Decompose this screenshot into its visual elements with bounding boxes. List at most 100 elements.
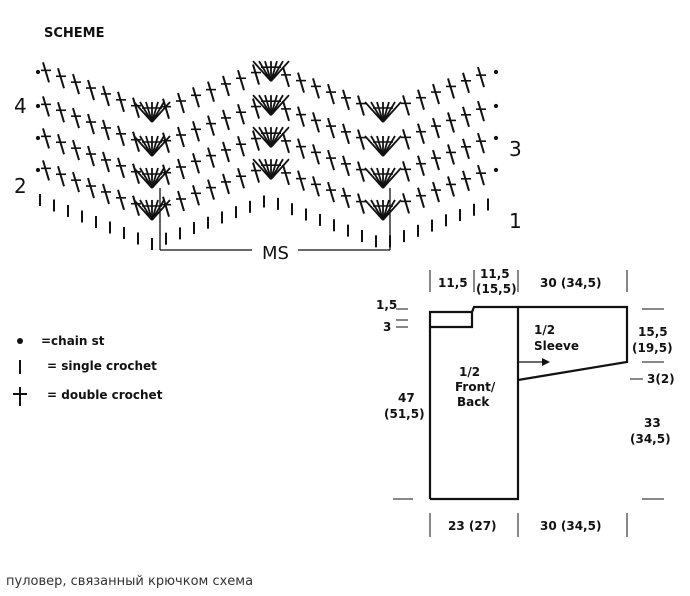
dim-right-side-2: (34,5) <box>630 432 671 446</box>
fan-stitch-mark <box>264 60 272 82</box>
double-crochet-mark <box>222 173 230 195</box>
chain-stitch-mark <box>35 69 41 75</box>
double-crochet-mark <box>432 83 440 105</box>
garment-schematic <box>393 270 664 537</box>
fan-stitch-mark <box>145 199 153 221</box>
dim-top-b-1: 11,5 <box>480 267 510 281</box>
fan-stitch-mark <box>376 199 384 221</box>
fan-stitch-mark <box>376 101 384 123</box>
double-crochet-icon <box>13 387 27 406</box>
fan-stitch-mark <box>370 101 384 123</box>
double-crochet-mark <box>327 149 335 171</box>
double-crochet-mark <box>117 157 125 179</box>
fan-stitch-mark <box>370 135 384 157</box>
fan-stitch-mark <box>376 167 384 189</box>
double-crochet-mark <box>222 141 230 163</box>
chain-stitch-mark <box>493 103 499 109</box>
double-crochet-mark <box>462 170 470 192</box>
dim-left-height-2: (51,5) <box>384 407 425 421</box>
fan-stitch-mark <box>258 60 272 82</box>
double-crochet-mark <box>102 85 110 107</box>
double-crochet-mark <box>342 155 350 177</box>
double-crochet-mark <box>327 181 335 203</box>
double-crochet-mark <box>87 113 95 135</box>
double-crochet-mark <box>42 62 50 83</box>
double-crochet-mark <box>72 107 80 129</box>
dim-top-c: 30 (34,5) <box>540 276 601 290</box>
double-crochet-mark <box>87 79 95 101</box>
double-crochet-mark <box>132 97 140 119</box>
double-crochet-mark <box>72 139 80 161</box>
double-crochet-mark <box>327 117 335 139</box>
dim-left-height-1: 47 <box>398 391 415 405</box>
fan-stitch-mark <box>258 126 272 148</box>
double-crochet-mark <box>342 89 350 111</box>
double-crochet-mark <box>252 162 260 183</box>
double-crochet-mark <box>42 96 50 117</box>
double-crochet-mark <box>42 128 50 149</box>
dim-left-shoulder: 1,5 <box>376 298 397 312</box>
double-crochet-mark <box>357 193 365 214</box>
fan-stitch-mark <box>382 101 402 123</box>
fan-stitch-mark <box>382 199 402 221</box>
double-crochet-mark <box>117 125 125 147</box>
dim-bottom-sleeve: 30 (34,5) <box>540 519 601 533</box>
double-crochet-mark <box>237 135 245 157</box>
double-crochet-mark <box>417 187 425 208</box>
double-crochet-mark <box>462 138 470 160</box>
double-crochet-mark <box>252 130 260 151</box>
fan-stitch-mark <box>270 158 290 180</box>
fan-stitch-mark <box>270 94 290 116</box>
front-back-label-1: 1/2 <box>459 365 480 379</box>
double-crochet-mark <box>237 103 245 125</box>
double-crochet-mark <box>312 78 320 99</box>
double-crochet-mark <box>252 98 260 119</box>
legend-single-label: = single crochet <box>47 359 157 373</box>
fan-stitch-mark <box>370 167 384 189</box>
chain-stitch-mark <box>493 69 499 75</box>
front-back-label-2: Front/ <box>455 380 496 394</box>
double-crochet-mark <box>447 144 455 165</box>
image-caption: пуловер, связанный крючком схема <box>6 574 254 589</box>
fan-stitch-mark <box>382 135 402 157</box>
sleeve-label-1: 1/2 <box>534 323 555 337</box>
double-crochet-mark <box>192 153 200 174</box>
double-crochet-mark <box>432 117 440 139</box>
stitch-pattern <box>35 60 499 250</box>
double-crochet-mark <box>462 106 470 128</box>
dim-top-b-2: (15,5) <box>476 282 517 296</box>
fan-stitch-mark <box>270 126 290 148</box>
dim-left-neck: 3 <box>383 320 391 334</box>
arrow-head-icon <box>542 358 550 366</box>
double-crochet-mark <box>87 177 95 199</box>
fan-stitch-mark <box>139 101 153 123</box>
double-crochet-mark <box>222 75 230 97</box>
double-crochet-mark <box>417 89 425 110</box>
double-crochet-mark <box>207 115 215 136</box>
fan-stitch-mark <box>376 135 384 157</box>
double-crochet-mark <box>312 144 320 165</box>
double-crochet-mark <box>312 112 320 133</box>
double-crochet-mark <box>252 64 260 85</box>
double-crochet-mark <box>102 151 110 173</box>
row-label-4: 4 <box>14 94 27 118</box>
double-crochet-mark <box>207 179 215 200</box>
double-crochet-mark <box>297 72 305 93</box>
double-crochet-mark <box>327 83 335 105</box>
fan-stitch-mark <box>139 167 153 189</box>
double-crochet-mark <box>477 66 485 88</box>
double-crochet-mark <box>237 69 245 91</box>
legend: =chain st = single crochet = double croc… <box>13 334 163 406</box>
double-crochet-mark <box>117 91 125 113</box>
double-crochet-mark <box>417 155 425 176</box>
double-crochet-mark <box>462 72 470 94</box>
double-crochet-mark <box>87 145 95 167</box>
dim-bottom-width: 23 (27) <box>448 519 497 533</box>
double-crochet-mark <box>447 78 455 99</box>
double-crochet-mark <box>417 123 425 144</box>
double-crochet-mark <box>42 160 50 181</box>
row-label-3: 3 <box>509 137 522 161</box>
dim-right-sleeve-2: (19,5) <box>632 341 673 355</box>
row-label-1: 1 <box>509 209 522 233</box>
